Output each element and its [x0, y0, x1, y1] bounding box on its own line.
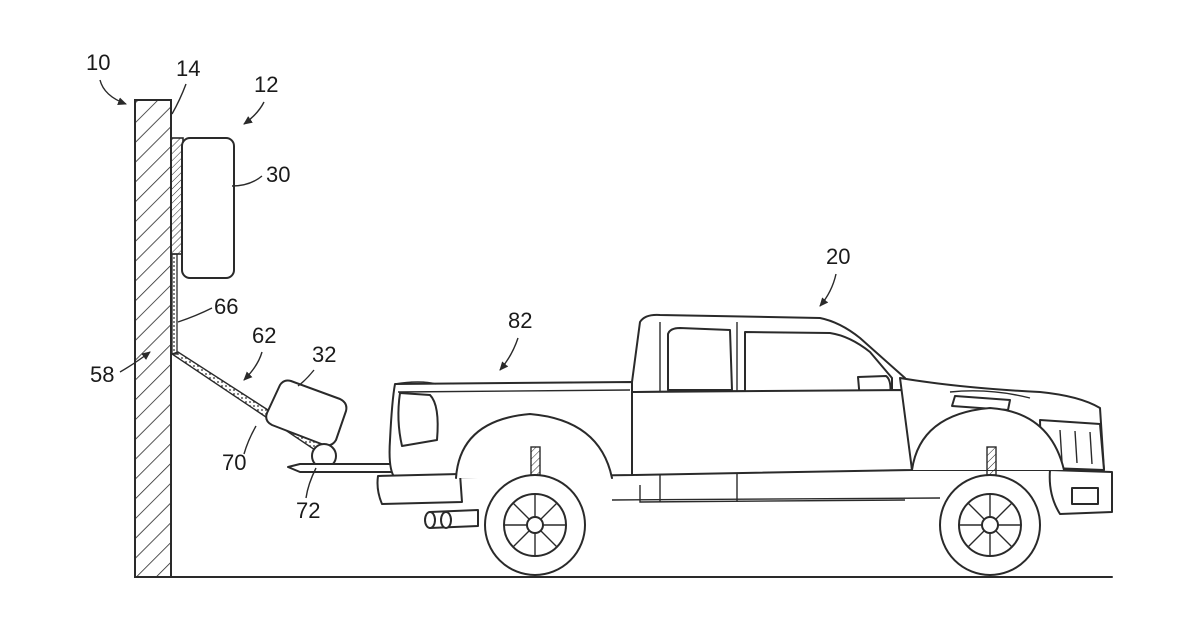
label-70: 70	[222, 426, 256, 475]
label-30: 30	[232, 162, 290, 187]
housing-unit	[171, 138, 234, 278]
label-text-10: 10	[86, 50, 110, 75]
label-text-72: 72	[296, 498, 320, 523]
pickup-truck	[378, 315, 1113, 575]
label-82: 82	[500, 308, 532, 370]
charger-head	[266, 381, 346, 446]
label-12: 12	[244, 72, 278, 124]
label-66: 66	[178, 294, 238, 322]
label-text-58: 58	[90, 362, 114, 387]
label-text-62: 62	[252, 323, 276, 348]
label-62: 62	[244, 323, 276, 380]
label-14: 14	[172, 56, 200, 114]
tow-plate	[288, 464, 395, 472]
label-text-20: 20	[826, 244, 850, 269]
label-text-14: 14	[176, 56, 200, 81]
label-72: 72	[296, 468, 320, 523]
wall	[135, 100, 171, 577]
label-text-70: 70	[222, 450, 246, 475]
label-text-32: 32	[312, 342, 336, 367]
label-text-82: 82	[508, 308, 532, 333]
label-text-66: 66	[214, 294, 238, 319]
label-text-12: 12	[254, 72, 278, 97]
label-20: 20	[820, 244, 850, 306]
label-10: 10	[86, 50, 126, 104]
label-32: 32	[298, 342, 336, 386]
label-text-30: 30	[266, 162, 290, 187]
